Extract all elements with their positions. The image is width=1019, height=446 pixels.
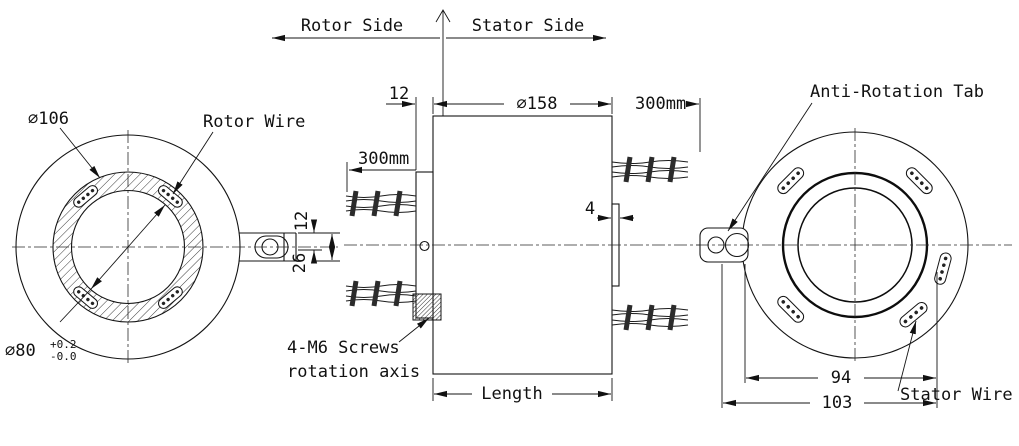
front-view: ⌀106 Rotor Wire ⌀80 +0.2 -0.0 12 26 <box>5 109 340 366</box>
dim-rotor-wire-length: 300mm <box>358 149 409 169</box>
screws-note-line2: rotation axis <box>287 362 420 382</box>
dim-94: 94 <box>831 368 851 388</box>
screws-leader <box>398 317 430 343</box>
contact-slot <box>158 286 183 309</box>
dim-length: Length <box>481 384 542 404</box>
front-tab-dimensions: 12 26 <box>290 211 340 273</box>
contact-slot <box>905 167 933 195</box>
rotor-wires-lower <box>345 280 417 307</box>
dim-103: 103 <box>822 393 853 413</box>
dim-dia80: ⌀80 <box>5 341 36 361</box>
stator-wires-lower <box>611 304 689 331</box>
dia80-arrow-upper <box>127 204 166 248</box>
stator-wires-upper <box>611 156 689 183</box>
contact-slot <box>899 301 928 328</box>
anti-rotation-tab-label: Anti-Rotation Tab <box>810 82 984 102</box>
dim-tab-12: 12 <box>292 211 312 231</box>
divider-break-mark <box>435 9 451 23</box>
contact-slot <box>73 185 98 208</box>
dim-stator-wire-length: 300mm <box>635 94 686 114</box>
screws-note-line1: 4-M6 Screws <box>287 338 400 358</box>
stator-side-label: Stator Side <box>472 16 585 36</box>
rotor-side-label: Rotor Side <box>301 16 403 36</box>
contact-slot <box>934 252 952 285</box>
section-view: Rotor Side Stator Side <box>272 9 701 404</box>
dia80-leader <box>59 288 92 323</box>
contact-slot <box>158 185 183 208</box>
dim-dia158: ⌀158 <box>517 94 558 114</box>
dia80-tol-upper: +0.2 <box>50 338 77 351</box>
rear-view: Anti-Rotation Tab 94 103 Stator Wire <box>696 82 1013 413</box>
rotor-wire-label: Rotor Wire <box>203 112 305 132</box>
anti-rotation-tab-leader <box>727 102 813 232</box>
dia80-arrow-lower <box>90 246 129 290</box>
dia106-leader <box>59 127 101 179</box>
dim-flange-12: 12 <box>389 84 409 104</box>
dim-dia106: ⌀106 <box>28 109 69 129</box>
contact-slot <box>73 286 98 309</box>
dim-tab-26: 26 <box>290 253 310 273</box>
dia80-tol-lower: -0.0 <box>50 350 77 363</box>
dim-collar-4: 4 <box>585 199 595 219</box>
flange-hole <box>419 240 430 252</box>
rotor-wires-upper <box>345 190 417 217</box>
stator-wire-label: Stator Wire <box>900 385 1013 405</box>
contact-slot <box>777 295 805 323</box>
rotor-wire-leader <box>172 131 214 195</box>
stator-wire-leader <box>897 320 917 392</box>
screw-section <box>412 293 442 321</box>
contact-slot <box>777 167 805 195</box>
